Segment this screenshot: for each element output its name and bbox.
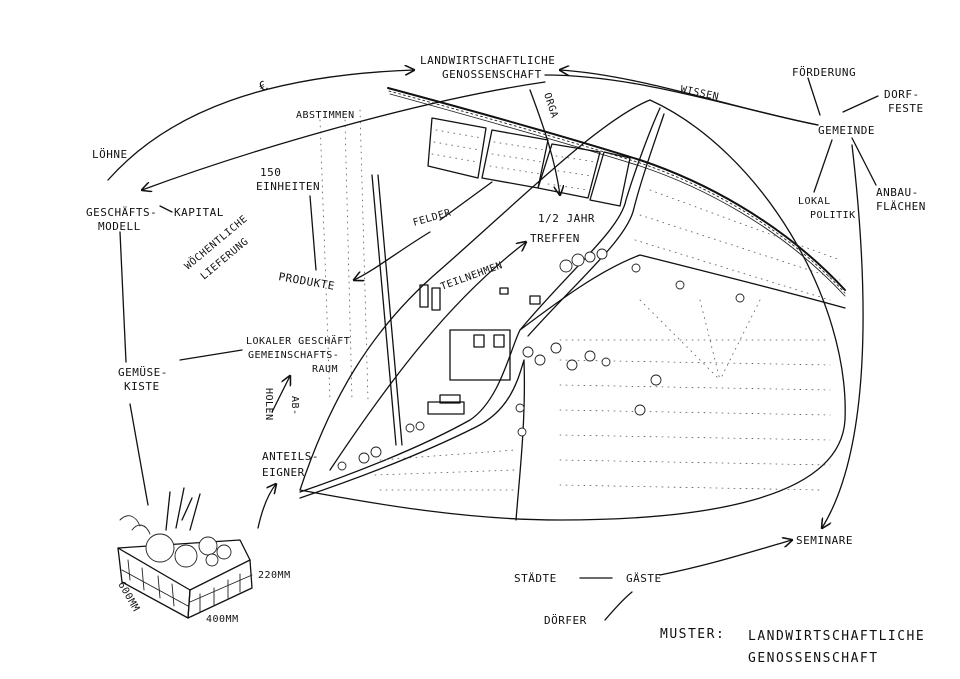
trees: [337, 248, 745, 471]
text-labels: LANDWIRTSCHAFTLICHE GENOSSENSCHAFT € ABS…: [86, 54, 926, 666]
label-muster-title-1: LANDWIRTSCHAFTLICHE: [748, 629, 925, 644]
label-abholen-2: HOLEN: [263, 388, 274, 421]
label-produkte: PRODUKTE: [277, 270, 335, 293]
label-lokalpolitik-1: LOKAL: [798, 196, 831, 207]
label-gemeinde: GEMEINDE: [818, 124, 875, 137]
label-kapital: KAPITAL: [174, 206, 224, 219]
label-dim-width: 400MM: [206, 614, 239, 625]
map-outline: [299, 99, 846, 521]
vegetable-crate: [117, 487, 253, 619]
label-treffen-2: TREFFEN: [530, 232, 580, 245]
label-einheiten-1: 150: [260, 166, 281, 179]
label-abholen-1: AB-: [289, 396, 300, 416]
label-seminare: SEMINARE: [796, 534, 853, 547]
label-lokaler-1: LOKALER GESCHÄFT: [246, 334, 350, 347]
label-dorffeste-1: DORF-: [884, 88, 920, 101]
label-anteilseigner-1: ANTEILS-: [262, 450, 319, 463]
field-plots: [427, 117, 631, 207]
label-anbauflaechen-1: ANBAU-: [876, 186, 919, 199]
label-muster-title-2: GENOSSENSCHAFT: [748, 651, 879, 666]
label-dim-depth: 600MM: [115, 580, 141, 614]
label-staedte: STÄDTE: [514, 572, 557, 585]
label-abstimmen: ABSTIMMEN: [296, 110, 355, 121]
label-loehne: LÖHNE: [92, 148, 128, 161]
label-teilnehmen: TEILNEHMEN: [439, 260, 504, 293]
label-orga: ORGA: [541, 92, 560, 120]
label-treffen-1: 1/2 JAHR: [538, 212, 595, 225]
relation-arrows: [107, 70, 879, 621]
label-doerfer: DÖRFER: [544, 614, 587, 627]
label-cooperative-1: LANDWIRTSCHAFTLICHE: [420, 54, 555, 67]
roads: [299, 107, 846, 521]
farm-buildings: [419, 284, 541, 415]
label-wissen: WISSEN: [679, 84, 720, 103]
label-dorffeste-2: FESTE: [888, 102, 924, 115]
label-einheiten-2: EINHEITEN: [256, 180, 320, 193]
label-foerderung: FÖRDERUNG: [792, 66, 856, 79]
label-lokalpolitik-2: POLITIK: [810, 210, 856, 221]
label-euro: €: [257, 78, 273, 96]
label-cooperative-2: GENOSSENSCHAFT: [442, 68, 542, 81]
label-anteilseigner-2: EIGNER: [262, 466, 305, 479]
label-geschaeftsmodell-1: GESCHÄFTS-: [86, 206, 157, 219]
label-muster-prefix: MUSTER:: [660, 627, 725, 642]
label-gemuesekiste-1: GEMÜSE-: [118, 366, 168, 379]
label-gaeste: GÄSTE: [626, 572, 662, 585]
label-felder: FELDER: [412, 207, 453, 228]
label-lokaler-3: RAUM: [312, 364, 338, 375]
label-geschaeftsmodell-2: MODELL: [98, 220, 141, 233]
label-lokaler-2: GEMEINSCHAFTS-: [248, 350, 339, 361]
label-dim-height: 220MM: [258, 570, 291, 581]
label-anbauflaechen-2: FLÄCHEN: [876, 200, 926, 213]
label-gemuesekiste-2: KISTE: [124, 380, 160, 393]
field-dots: [319, 109, 841, 491]
